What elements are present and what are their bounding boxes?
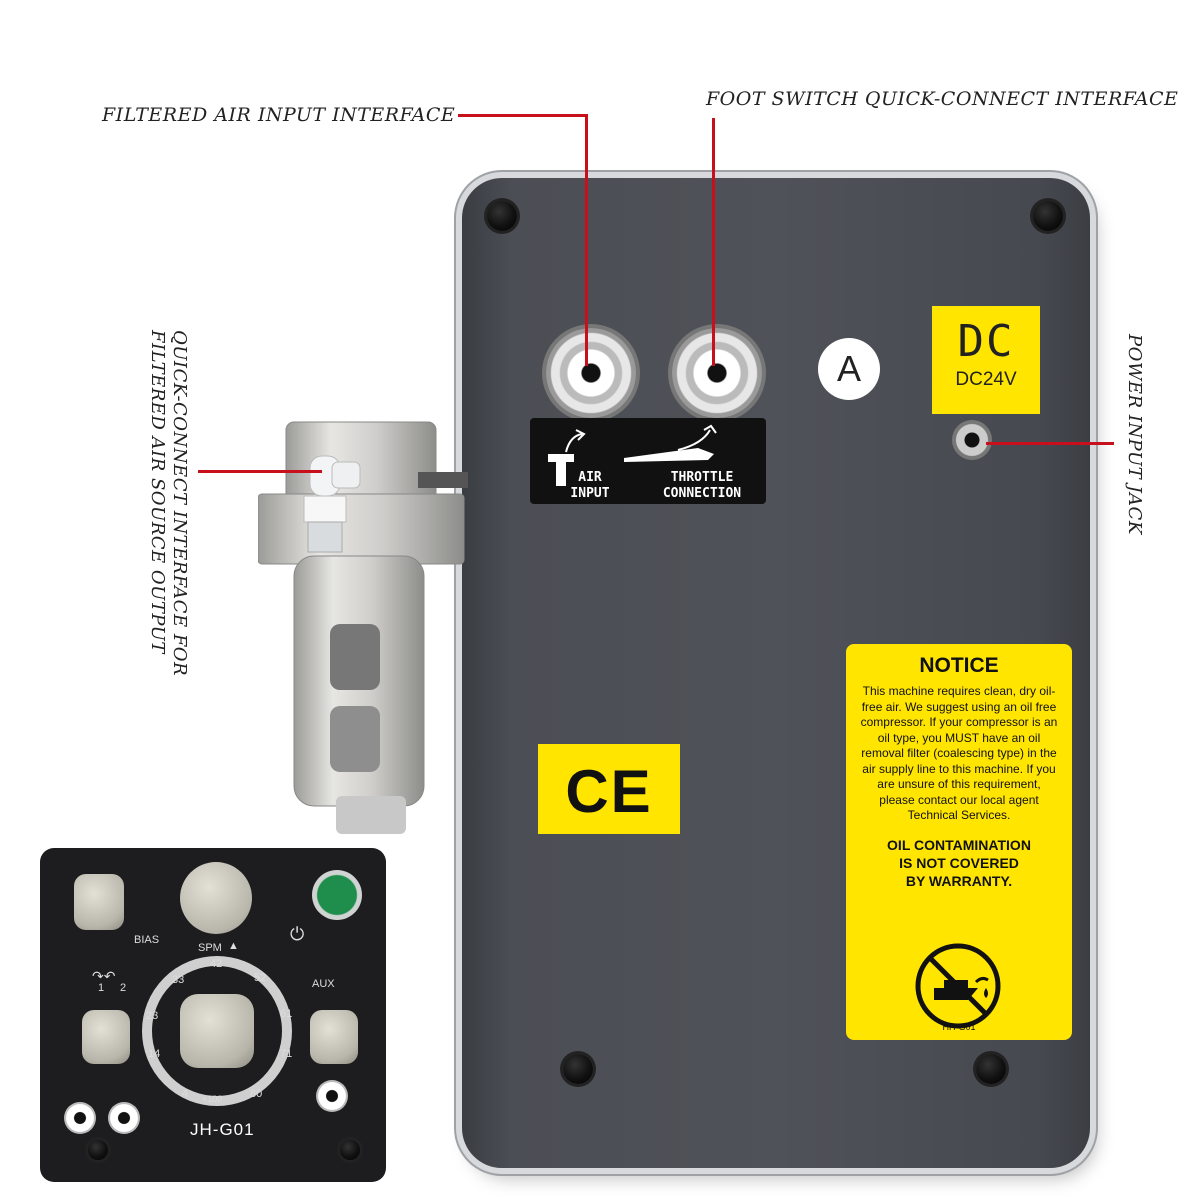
model-label: JH-G01: [190, 1120, 255, 1139]
dc-label-small: DC24V: [955, 369, 1017, 390]
screw-icon: [1033, 201, 1063, 231]
callout-line: [986, 442, 1114, 445]
aux-knob[interactable]: [310, 1010, 358, 1064]
spm-dial[interactable]: [180, 862, 252, 934]
callout-line: [458, 114, 588, 117]
bias-label: BIAS: [134, 934, 160, 946]
callout-filtered-air-input: FILTERED AIR INPUT INTERFACE: [102, 104, 456, 126]
screw-icon: [88, 1140, 108, 1160]
quick-connect-elbow-fitting[interactable]: [292, 446, 362, 556]
scale-tick: 71: [280, 1048, 293, 1060]
panel-port[interactable]: [64, 1102, 96, 1134]
notice-code: HH-G01: [942, 1022, 976, 1032]
notice-body: This machine requires clean, dry oil-fre…: [860, 684, 1058, 822]
power-input-jack[interactable]: [952, 420, 992, 460]
dc-voltage-label: DC DC24V: [932, 306, 1040, 414]
air-input-label-line2: INPUT: [570, 486, 610, 501]
ce-mark-label: CE: [538, 744, 680, 834]
model-badge: A: [818, 338, 880, 400]
mode-1-label: 1: [98, 982, 105, 994]
dc-label-big: DC: [957, 316, 1015, 367]
port-label-strip: AIR INPUT THROTTLE CONNECTION: [530, 418, 766, 504]
panel-port[interactable]: [316, 1080, 348, 1112]
scale-tick: 23: [146, 1010, 159, 1022]
speed-dial-ring: [142, 956, 292, 1106]
callout-line: [585, 114, 588, 366]
power-icon: ⏻: [290, 924, 305, 944]
panel-port[interactable]: [108, 1102, 140, 1134]
air-filter-icon: [548, 429, 586, 486]
notice-label: NOTICE This machine requires clean, dry …: [846, 644, 1072, 1040]
scale-tick: 42: [210, 958, 223, 970]
throttle-connection-label: THROTTLE CONNECTION: [650, 470, 754, 502]
mode-2-label: 2: [120, 982, 127, 994]
warning-triangle-icon: ▲: [228, 940, 239, 952]
mode-toggle-icon: ↷↶: [92, 968, 116, 984]
air-input-label-line1: AIR: [578, 470, 602, 485]
screw-icon: [563, 1054, 593, 1084]
air-input-fitting[interactable]: [546, 328, 636, 418]
scale-tick: 33: [172, 974, 185, 986]
throttle-label-line2: CONNECTION: [662, 486, 742, 501]
air-input-label: AIR INPUT: [566, 470, 614, 502]
scale-tick: 61: [280, 1008, 293, 1020]
callout-power-input: POWER INPUT JACK: [1124, 334, 1145, 535]
spm-label: SPM: [198, 942, 222, 954]
notice-warning-line3: BY WARRANTY.: [905, 872, 1013, 889]
callout-foot-switch: FOOT SWITCH QUICK-CONNECT INTERFACE: [706, 88, 1179, 110]
scale-tick: 14: [148, 1048, 161, 1060]
mode-knob[interactable]: [82, 1010, 130, 1064]
screw-icon: [487, 201, 517, 231]
bias-knob[interactable]: [74, 874, 124, 930]
front-control-panel: BIAS SPM ▲ ⏻ ↷↶ 1 2 AUX 4 14 23 33 42 52…: [40, 848, 386, 1182]
no-oil-icon: [915, 943, 1001, 1029]
callout-quick-connect-line2: FILTERED AIR SOURCE OUTPUT: [147, 330, 168, 654]
notice-title: NOTICE: [919, 654, 999, 677]
throttle-connection-fitting[interactable]: [672, 328, 762, 418]
air-filter-body-icon: [257, 421, 468, 834]
callout-line: [198, 470, 322, 473]
air-filter-unit: [257, 416, 468, 836]
notice-warning-line2: IS NOT COVERED: [899, 854, 1019, 871]
scale-tick: 80: [250, 1088, 263, 1100]
throttle-label-line1: THROTTLE: [670, 470, 734, 485]
scale-tick: 52: [254, 972, 267, 984]
screw-icon: [976, 1054, 1006, 1084]
notice-warning: OIL CONTAMINATION IS NOT COVERED BY WARR…: [846, 836, 1072, 890]
foot-pedal-icon: [624, 424, 717, 462]
callout-quick-connect-line1: QUICK-CONNECT INTERFACE FOR: [169, 330, 190, 677]
speed-knob[interactable]: [180, 994, 254, 1068]
scale-tick: 4: [182, 1088, 189, 1100]
elbow-fitting-icon: [303, 455, 361, 553]
notice-warning-line1: OIL CONTAMINATION: [887, 836, 1031, 853]
screw-icon: [340, 1140, 360, 1160]
multiplier-label: ×100: [202, 1094, 223, 1104]
callout-line: [712, 118, 715, 366]
power-button[interactable]: [312, 870, 362, 920]
aux-label: AUX: [312, 978, 335, 990]
callout-quick-connect: QUICK-CONNECT INTERFACE FOR FILTERED AIR…: [146, 330, 190, 676]
